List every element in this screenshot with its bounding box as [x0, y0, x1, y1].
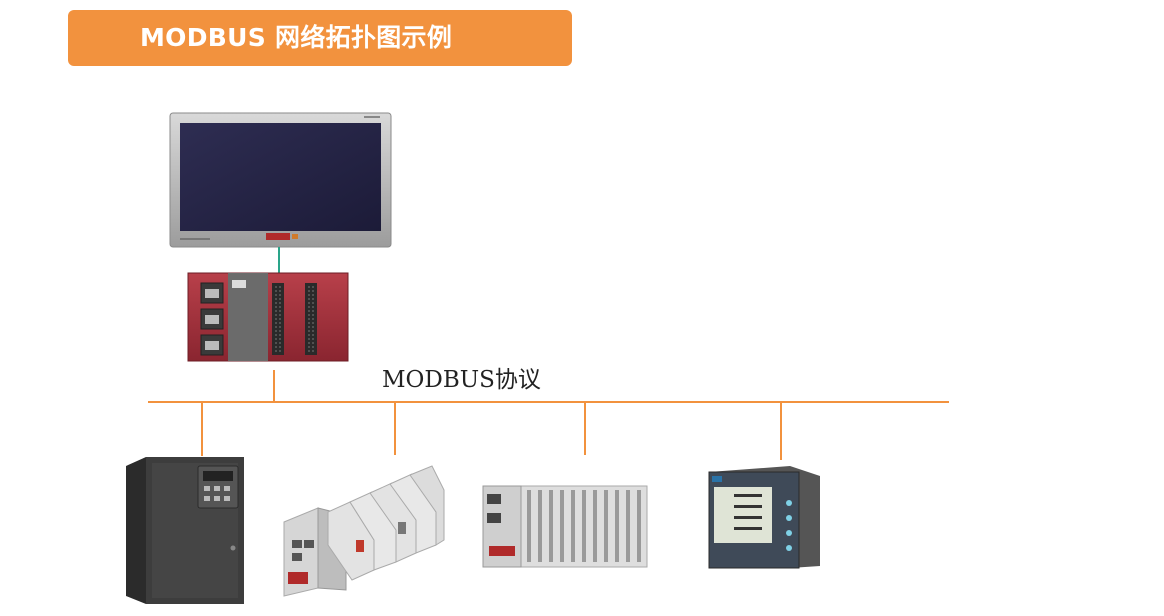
meter-icon	[708, 466, 820, 569]
bus-protocol-label: MODBUS协议	[382, 367, 541, 393]
touchscreen-icon	[169, 112, 392, 248]
modbus-bus	[148, 370, 949, 460]
io-rack-icon	[482, 485, 648, 568]
page-title: MODBUS 网络拓扑图示例	[140, 23, 453, 52]
inverter-icon	[126, 457, 244, 604]
plc-icon	[187, 272, 349, 362]
title-banner: MODBUS 网络拓扑图示例	[68, 10, 572, 66]
io-module-icon	[283, 465, 445, 597]
